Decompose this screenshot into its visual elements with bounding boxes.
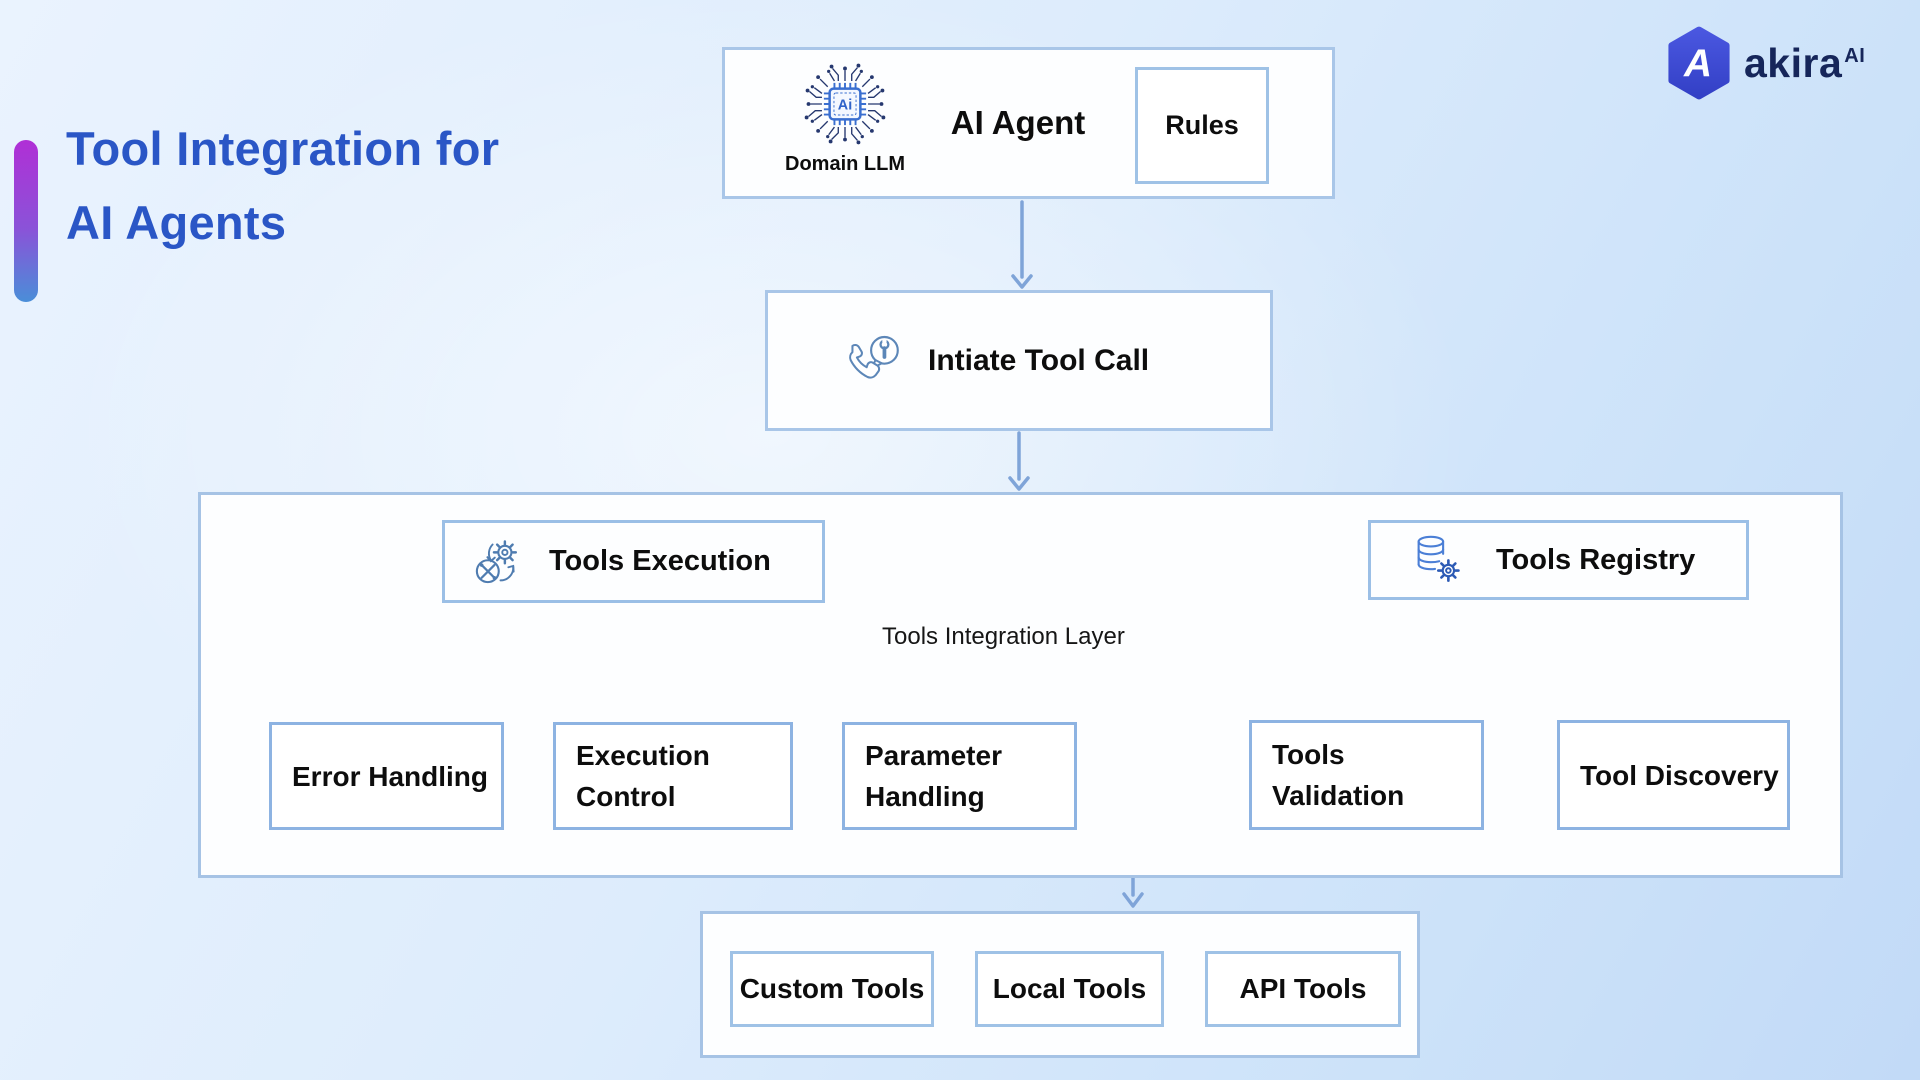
tools-integration-layer-caption: Tools Integration Layer <box>882 623 1125 650</box>
api-tools-box: API Tools <box>1205 951 1401 1027</box>
execution-control-label: Execution Control <box>576 740 710 812</box>
local-tools-label: Local Tools <box>992 973 1147 1004</box>
error-handling-label: Error Handling <box>292 760 489 792</box>
tools-panel: Custom Tools Local Tools API Tools <box>700 911 1420 1058</box>
svg-text:A: A <box>1683 43 1712 86</box>
tools-validation-label: Tools Validation <box>1272 739 1405 811</box>
error-handling-box: Error Handling <box>269 722 504 830</box>
execution-control-box: Execution Control <box>553 722 793 830</box>
initiate-tool-call-box: Intiate Tool Call <box>765 290 1273 431</box>
page-title-line2: AI Agents <box>66 196 287 249</box>
page-title-line1: Tool Integration for <box>66 122 500 175</box>
tools-validation-box: Tools Validation <box>1249 720 1484 830</box>
ai-agent-label: AI Agent <box>950 104 1086 141</box>
tool-call-icon <box>849 335 899 379</box>
rules-label: Rules <box>1165 110 1239 140</box>
parameter-handling-label: Parameter Handling <box>865 740 1002 812</box>
custom-tools-box: Custom Tools <box>730 951 934 1027</box>
tool-discovery-label: Tool Discovery <box>1580 759 1779 791</box>
initiate-tool-call-label: Intiate Tool Call <box>928 343 1150 377</box>
tools-execution-box: Tools Execution <box>442 520 825 603</box>
domain-llm-caption: Domain LLM <box>785 153 905 175</box>
domain-llm-chip-icon: Ai <box>804 63 886 145</box>
parameter-handling-box: Parameter Handling <box>842 722 1077 830</box>
brand-hexagon-icon: A <box>1668 26 1730 100</box>
tools-registry-label: Tools Registry <box>1496 543 1696 576</box>
tools-registry-icon <box>1417 535 1461 583</box>
tool-discovery-box: Tool Discovery <box>1557 720 1790 830</box>
page-title: Tool Integration for AI Agents <box>66 112 499 260</box>
chip-label: Ai <box>838 97 852 113</box>
tools-execution-icon <box>475 539 518 583</box>
ai-agent-box: Ai Domain LLM AI Agent Rules <box>722 47 1335 199</box>
api-tools-label: API Tools <box>1239 973 1367 1004</box>
local-tools-box: Local Tools <box>975 951 1164 1027</box>
rules-box: Rules <box>1135 67 1269 184</box>
domain-llm-block: Ai Domain LLM <box>781 56 909 176</box>
brand-superscript: AI <box>1844 44 1866 67</box>
custom-tools-label: Custom Tools <box>739 973 925 1004</box>
title-accent-bar <box>14 140 38 302</box>
tools-execution-label: Tools Execution <box>549 545 771 577</box>
tools-registry-box: Tools Registry <box>1368 520 1749 600</box>
